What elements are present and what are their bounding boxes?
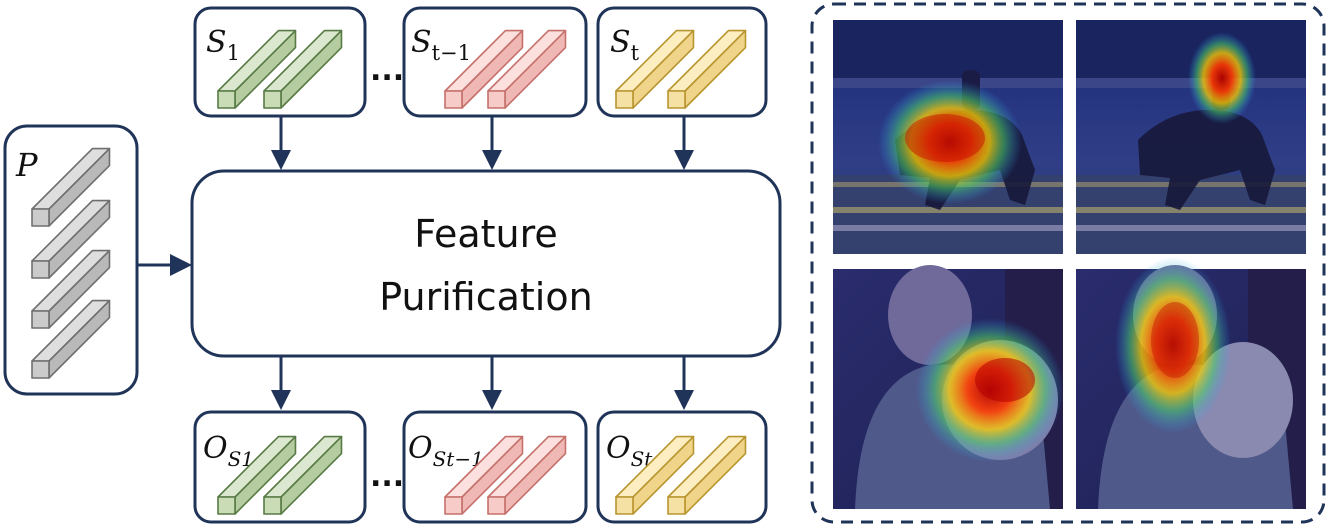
heatmap-image-dog (833, 265, 1064, 509)
prompt-feature-bar (31, 199, 111, 279)
feature-bar (217, 29, 297, 109)
feature-bar (667, 435, 747, 515)
prompt-to-block-arrow (137, 254, 192, 276)
feature-bar (487, 435, 567, 515)
input-set-1-features (217, 29, 343, 109)
feature-purification-block: Feature Purification (190, 169, 782, 358)
output-set-t-minus-1-features (444, 435, 567, 515)
feature-bar (217, 435, 297, 515)
output-ellipsis: ... (370, 459, 404, 494)
feature-bar (444, 29, 524, 109)
output-set-1-features (217, 435, 343, 515)
input-set-t-minus-1-features (444, 29, 567, 109)
prompt-label: P (15, 146, 38, 184)
heatmap-image-horse-body (833, 20, 1063, 254)
input-set-t-minus-1: St−1 (402, 6, 588, 118)
prompt-box: P (3, 124, 139, 396)
output-set-t-features (615, 435, 747, 515)
block-title-line1: Feature (414, 212, 558, 256)
output-set-1: OS1 (193, 410, 367, 524)
feature-bar (444, 435, 524, 515)
input-set-t-label: St (610, 25, 640, 65)
prompt-feature-bar (31, 147, 111, 227)
feature-bar (263, 29, 343, 109)
output-set-t: OSt (596, 410, 768, 524)
output-set-t-minus-1: OSt−1 (402, 410, 588, 524)
input-set-1-label: S1 (206, 25, 240, 65)
input-set-1: S1 (193, 6, 367, 118)
feature-bar (263, 435, 343, 515)
prompt-feature-bar (31, 249, 111, 329)
feature-bar (667, 29, 747, 109)
heatmap-panel (810, 2, 1326, 524)
heatmap-image-horse-rider (1076, 20, 1306, 254)
feature-bar (615, 435, 695, 515)
prompt-feature-stack (31, 147, 111, 379)
feature-bar (615, 29, 695, 109)
input-set-t-features (615, 29, 747, 109)
input-set-t-minus-1-label: St−1 (411, 25, 471, 65)
input-arrows (271, 116, 694, 170)
input-set-t: St (596, 6, 768, 118)
block-title-line2: Purification (379, 275, 592, 319)
prompt-feature-bar (31, 299, 111, 379)
output-arrows (271, 356, 694, 410)
input-ellipsis: ... (370, 53, 404, 88)
heatmap-image-man (1076, 257, 1306, 509)
feature-bar (487, 29, 567, 109)
